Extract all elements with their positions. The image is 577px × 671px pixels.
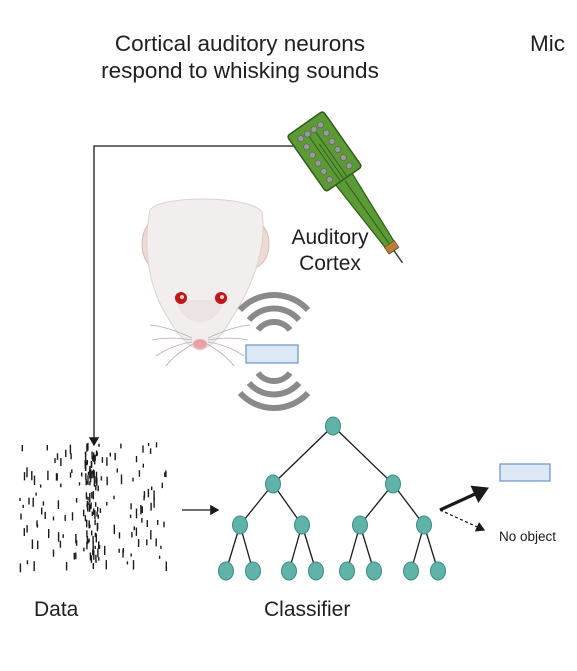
main-title: Cortical auditory neurons respond to whi…: [40, 30, 440, 84]
tree-node: [430, 561, 446, 581]
object-rectangle-icon: [245, 344, 299, 364]
tree-node: [325, 416, 341, 436]
tree-node: [245, 561, 261, 581]
object-output-rectangle-icon: [499, 463, 551, 482]
tree-node: [294, 515, 310, 535]
tree-edge: [272, 425, 334, 485]
rat-head-icon: [141, 198, 270, 367]
tree-node: [308, 561, 324, 581]
tree-node: [403, 561, 419, 581]
probe-to-data-wire: [88, 145, 308, 447]
data-label: Data: [34, 598, 79, 621]
spike-raster-icon: [19, 442, 168, 573]
tree-edge: [332, 425, 394, 485]
tree-node: [281, 561, 297, 581]
title-line-2: respond to whisking sounds: [101, 58, 379, 83]
tree-node: [265, 474, 281, 494]
tree-node: [416, 515, 432, 535]
tree-node: [218, 561, 234, 581]
clipped-panel-title: Mic: [530, 31, 565, 56]
tree-node: [385, 474, 401, 494]
tree-node: [232, 515, 248, 535]
title-line-1: Cortical auditory neurons: [114, 31, 366, 56]
no-object-label: No object: [499, 529, 557, 544]
tree-node: [366, 561, 382, 581]
tree-node: [352, 515, 368, 535]
auditory-cortex-label: Auditory Cortex: [270, 225, 390, 277]
no-object-output-arrow: [439, 509, 486, 532]
tree-node: [339, 561, 355, 581]
silicon-probe-icon: [287, 111, 404, 264]
classifier-label: Classifier: [264, 598, 351, 621]
object-output-arrow: [439, 485, 489, 512]
auditory-cortex-line-1: Auditory: [291, 226, 369, 249]
sound-waves-icon: [237, 291, 311, 412]
decision-tree-icon: [218, 416, 446, 581]
auditory-cortex-line-2: Cortex: [299, 252, 361, 275]
